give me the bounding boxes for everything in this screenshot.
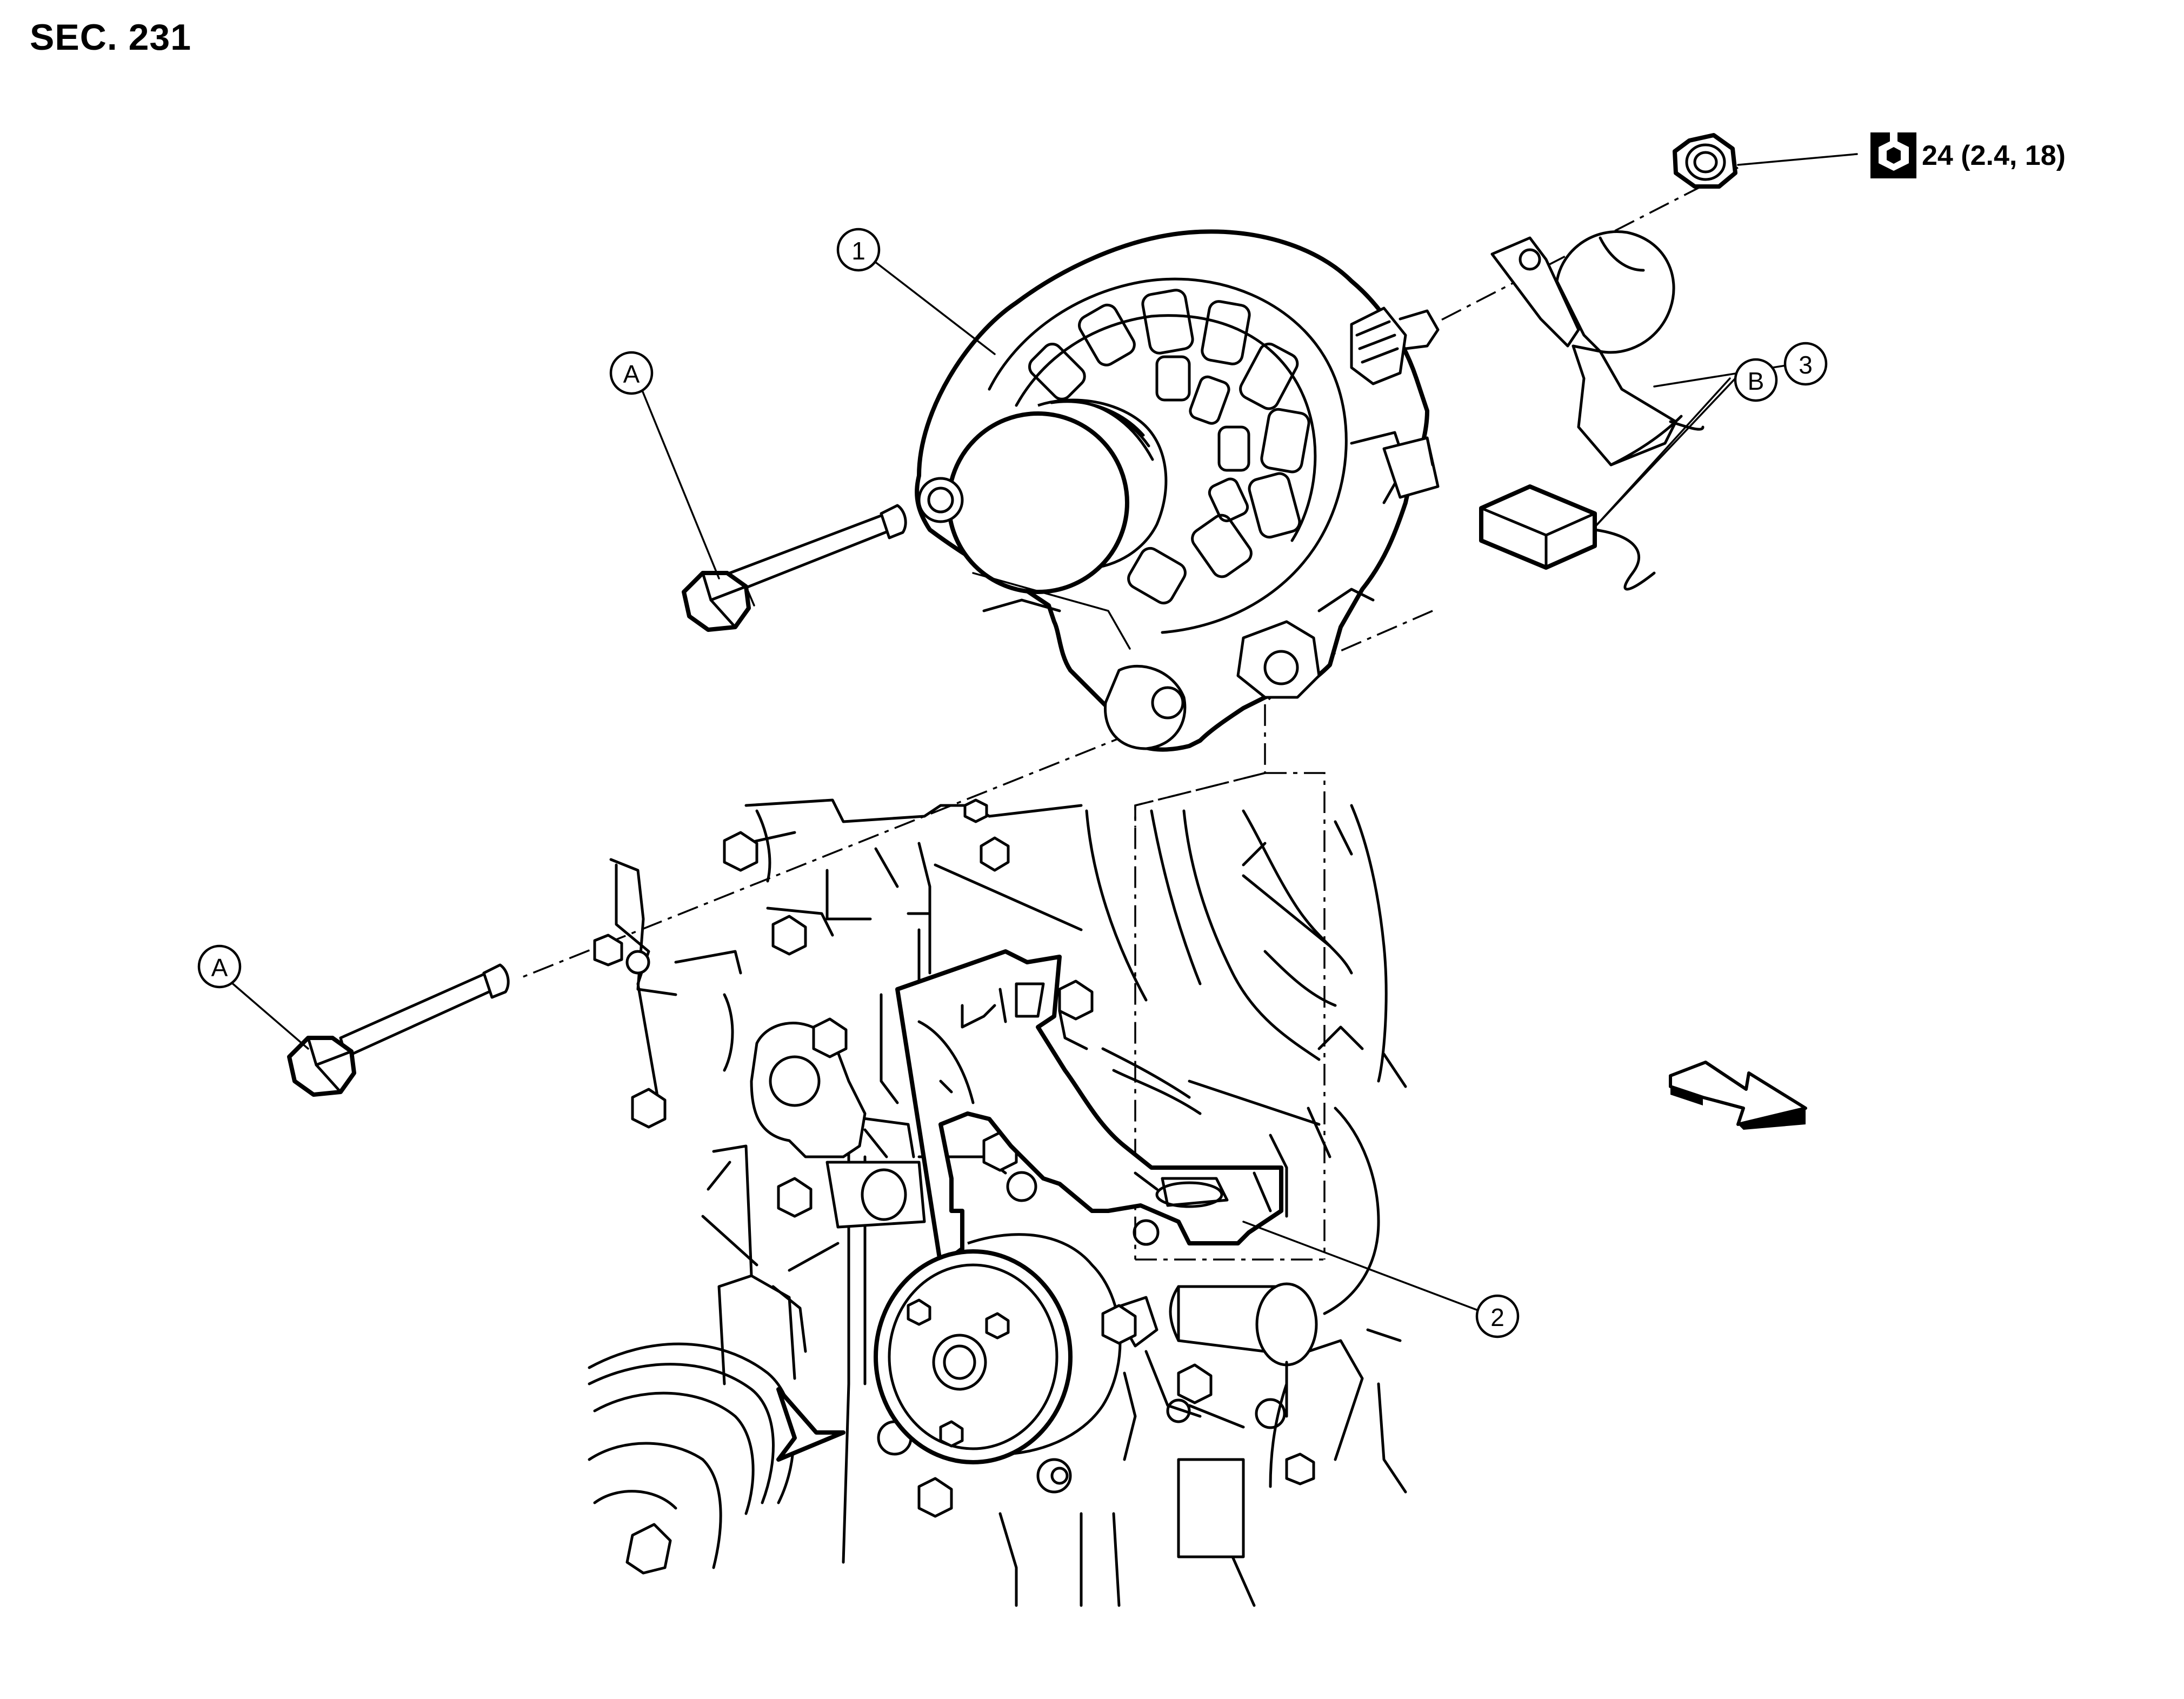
- alternator-pulley: [947, 398, 1168, 594]
- b-terminal-stud: [1350, 307, 1440, 385]
- installation-centerlines: [518, 166, 1739, 1261]
- alternator-bracket: [895, 949, 1283, 1267]
- torque-specification: 24 (2.4, 18): [1922, 140, 2066, 171]
- alternator: [915, 229, 1440, 752]
- torque-wrench-icon: [1870, 132, 1916, 178]
- callout-a-upper-label: A: [623, 360, 640, 388]
- callout-1: 1: [836, 228, 996, 355]
- cooling-slots: [1028, 289, 1310, 605]
- callout-3-label: 3: [1799, 351, 1813, 379]
- callout-b-label: B: [1748, 367, 1764, 395]
- section-number: SEC. 231: [30, 17, 192, 58]
- callout-a-lower: A: [197, 944, 309, 1050]
- alternator-bolt-lower: [287, 963, 510, 1097]
- alternator-bolt-upper: [682, 504, 907, 632]
- callout-1-label: 1: [851, 237, 865, 265]
- engine-front: [588, 798, 1407, 1607]
- callout-a-lower-label: A: [211, 954, 228, 982]
- callout-b: B: [1594, 358, 1778, 528]
- torque-leader: [1737, 153, 1858, 166]
- callout-2: 2: [1242, 1221, 1520, 1338]
- water-pump-pulley: [874, 1233, 1318, 1464]
- callout-a-upper: A: [609, 351, 720, 579]
- harness-connector-b: [1479, 484, 1656, 591]
- harness-terminal: [1490, 230, 1704, 467]
- callout-2-label: 2: [1490, 1303, 1504, 1331]
- front-direction-arrow-icon: [1669, 1061, 1807, 1130]
- terminal-nut: [1673, 133, 1737, 189]
